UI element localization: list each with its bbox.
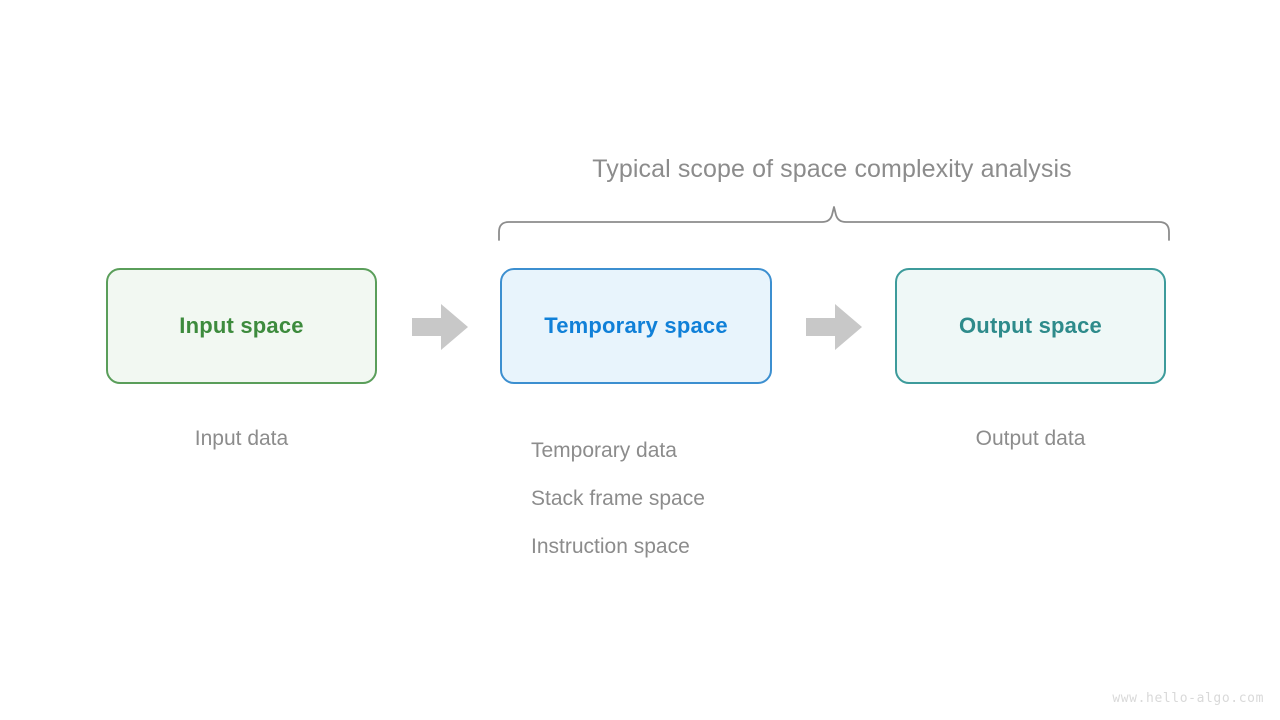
- right-arrow-icon: [806, 304, 862, 350]
- box-output-space[interactable]: Output space: [895, 268, 1166, 384]
- caption-temporary-data: Temporary data: [531, 439, 677, 462]
- right-arrow-icon: [412, 304, 468, 350]
- watermark: www.hello-algo.com: [1112, 691, 1264, 706]
- caption-input-data: Input data: [194, 427, 289, 450]
- caption-temporary-list: Temporary data Stack frame space Instruc…: [531, 427, 705, 571]
- scope-title: Typical scope of space complexity analys…: [0, 155, 1280, 184]
- caption-instruction-space: Instruction space: [531, 535, 690, 558]
- box-temporary-space[interactable]: Temporary space: [500, 268, 772, 384]
- scope-title-text: Typical scope of space complexity analys…: [592, 155, 1072, 183]
- caption-output-data: Output data: [975, 427, 1086, 450]
- box-input-space-label: Input space: [179, 313, 304, 338]
- caption-stack-frame-space: Stack frame space: [531, 487, 705, 510]
- box-output-space-label: Output space: [959, 313, 1102, 338]
- box-input-space[interactable]: Input space: [106, 268, 377, 384]
- box-temporary-space-label: Temporary space: [544, 313, 728, 338]
- scope-brace: [498, 206, 1170, 241]
